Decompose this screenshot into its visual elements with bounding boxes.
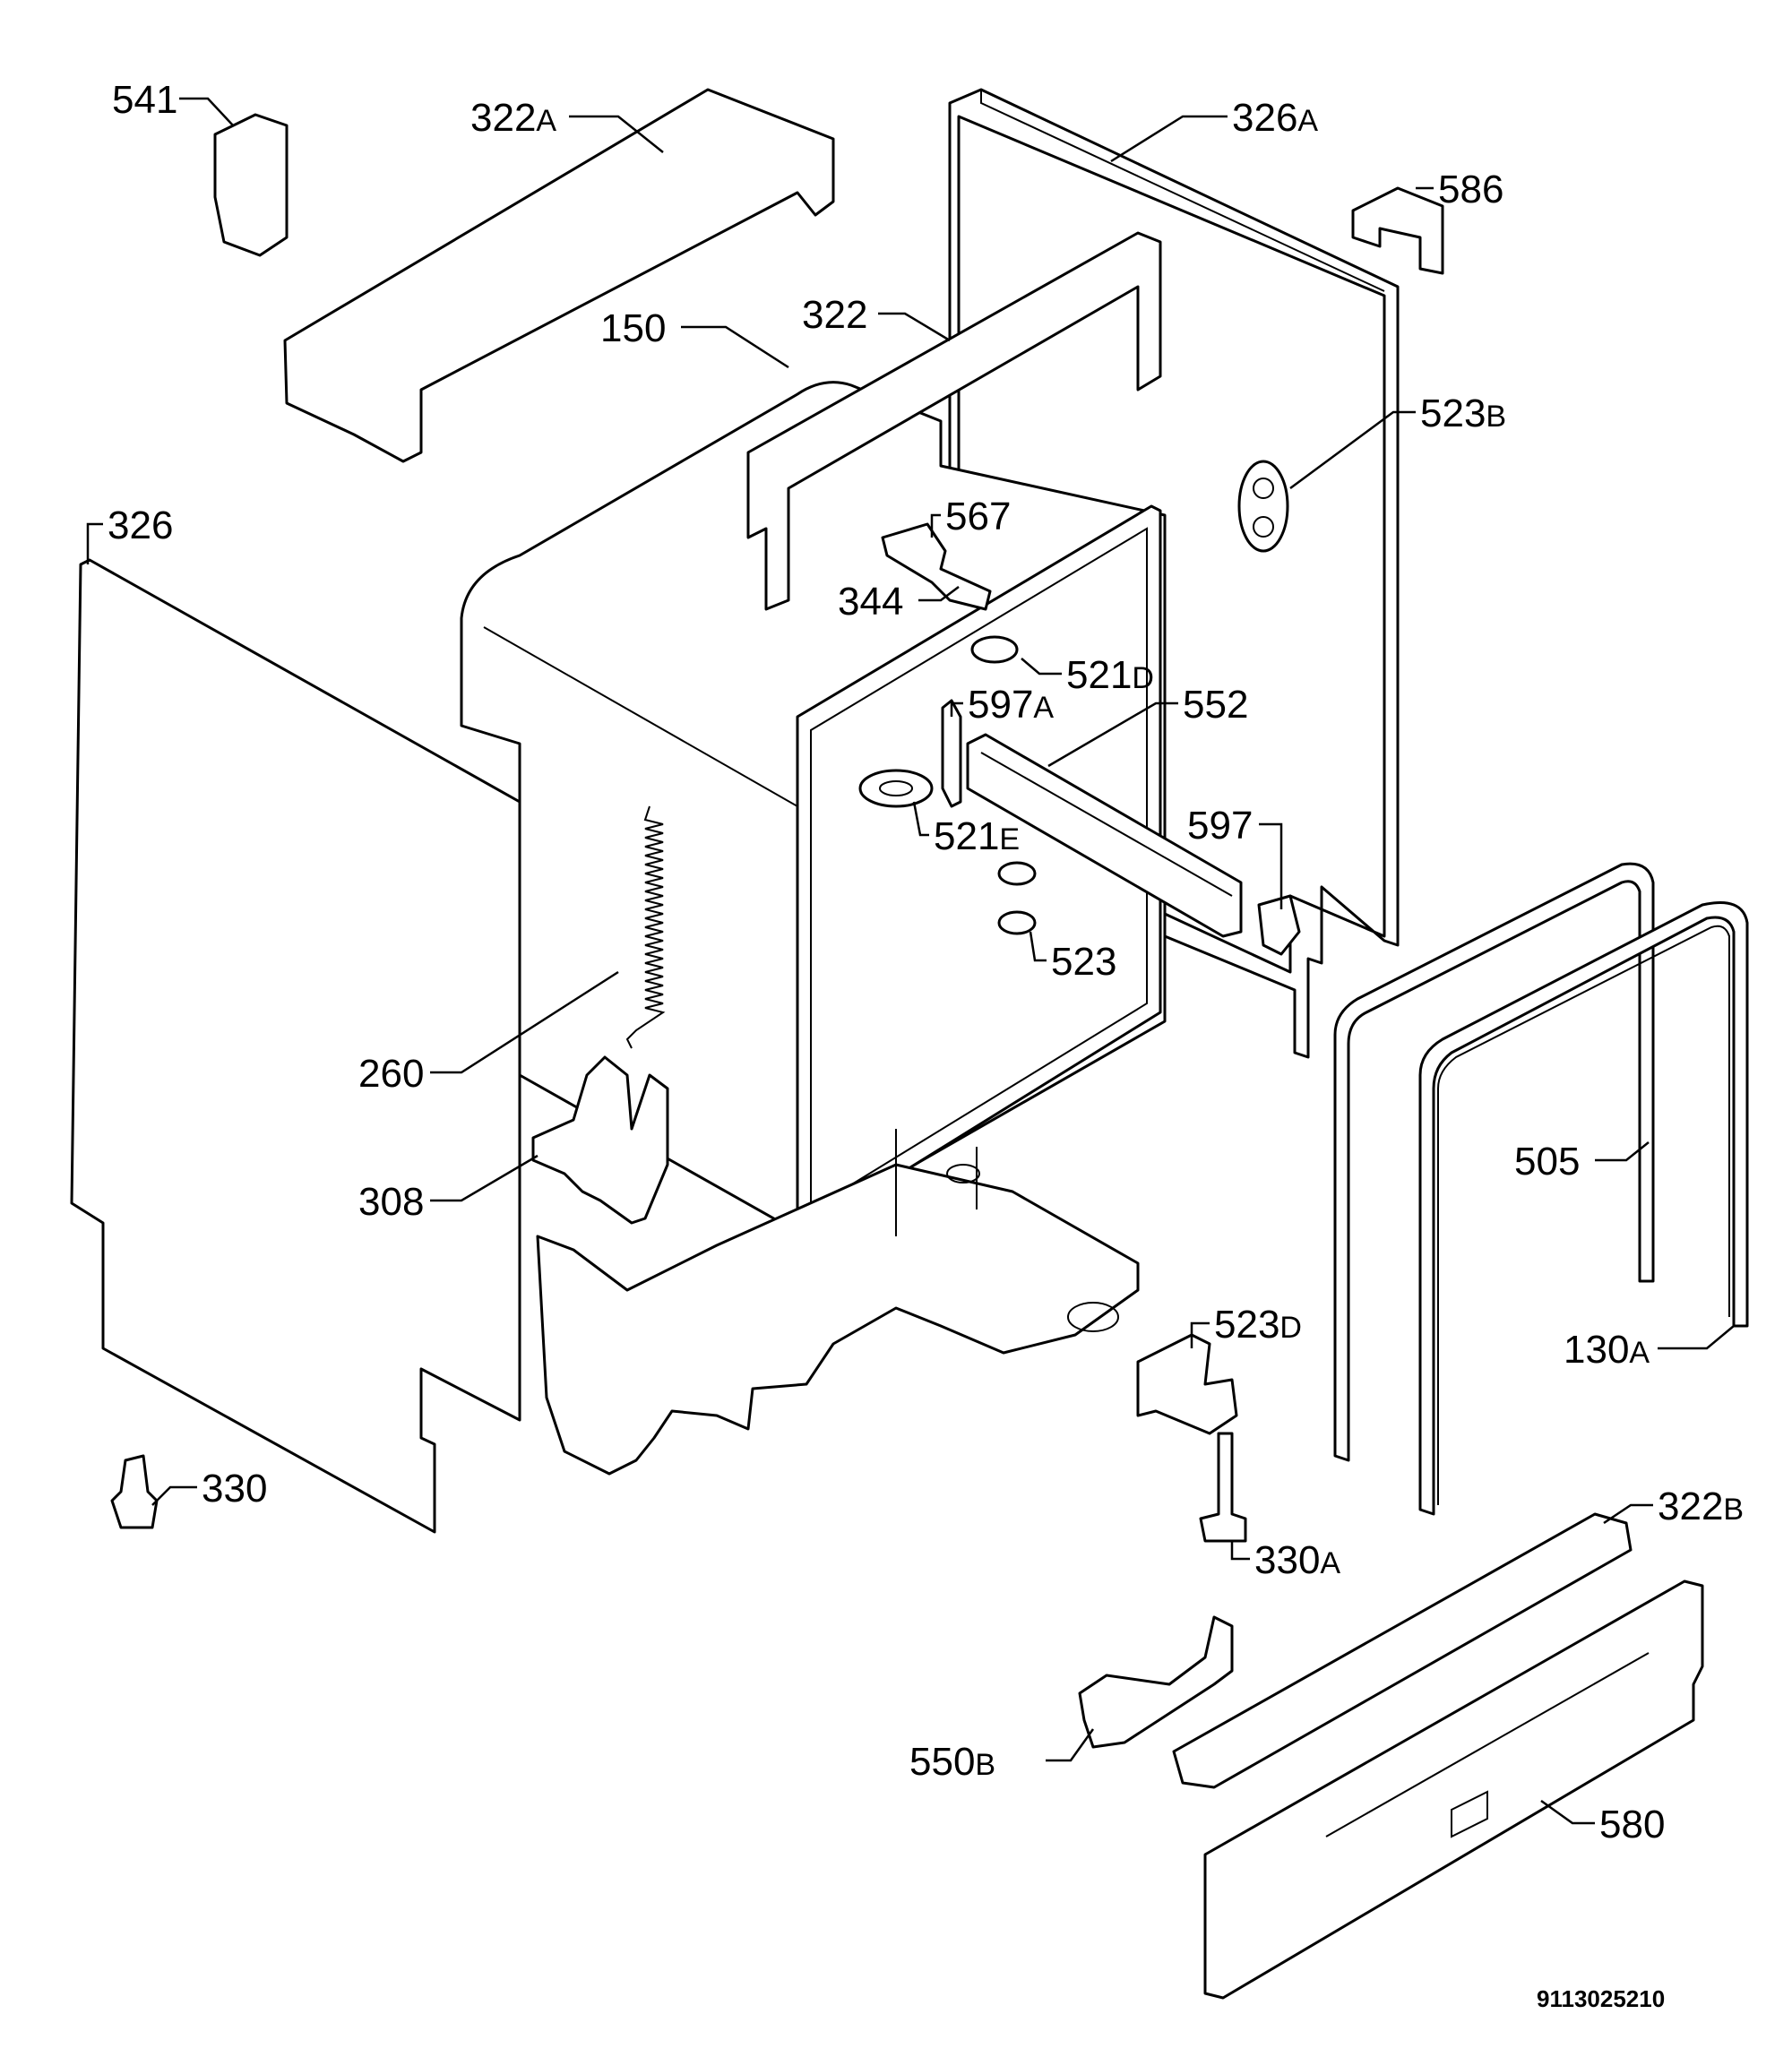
callout-322a: 322A <box>470 96 556 140</box>
callout-number: 521 <box>934 814 999 858</box>
callout-suffix: D <box>1132 661 1154 695</box>
part-586-bracket <box>1351 186 1444 275</box>
part-521d-plug <box>970 635 1019 664</box>
callout-550b: 550B <box>909 1740 995 1784</box>
part-330a-foot <box>1199 1432 1247 1543</box>
callout-number: 322 <box>470 96 536 140</box>
callout-number: 521 <box>1066 653 1132 697</box>
leader-lines <box>86 97 1735 1825</box>
part-130a-seal <box>1418 901 1749 1516</box>
callout-580: 580 <box>1599 1803 1665 1846</box>
callout-567: 567 <box>945 495 1011 538</box>
callout-number: 580 <box>1599 1803 1665 1846</box>
part-base <box>536 1163 1140 1476</box>
callout-suffix: E <box>999 822 1020 856</box>
part-597-block <box>1257 894 1301 956</box>
callout-suffix: D <box>1279 1311 1302 1345</box>
callout-308: 308 <box>358 1180 424 1224</box>
callout-suffix: B <box>975 1748 995 1782</box>
callout-597a: 597A <box>968 683 1054 727</box>
callout-150: 150 <box>600 306 666 350</box>
part-597a-latch <box>941 699 962 808</box>
callout-number: 326 <box>1232 96 1297 140</box>
callout-number: 523 <box>1051 940 1116 984</box>
callout-number: 260 <box>358 1052 424 1096</box>
part-550b-clip <box>1078 1615 1234 1749</box>
part-322a-top-trim <box>283 88 835 463</box>
callout-505: 505 <box>1514 1140 1580 1183</box>
callout-number: 523 <box>1214 1303 1279 1347</box>
callout-344: 344 <box>838 580 903 624</box>
callout-541: 541 <box>112 78 177 122</box>
callout-number: 541 <box>112 78 177 122</box>
callout-number: 322 <box>1658 1485 1723 1528</box>
callout-number: 597 <box>1187 804 1253 848</box>
part-308-hinge <box>531 1055 669 1225</box>
part-505-seal <box>1333 862 1655 1462</box>
part-330-foot <box>110 1454 159 1529</box>
callout-326a: 326A <box>1232 96 1318 140</box>
callout-suffix: A <box>1320 1546 1340 1580</box>
callout-597: 597 <box>1187 804 1253 848</box>
callout-260: 260 <box>358 1052 424 1096</box>
callout-330: 330 <box>202 1467 267 1510</box>
part-567-clip <box>881 522 992 611</box>
callout-suffix: B <box>1486 400 1506 434</box>
callout-number: 326 <box>108 503 173 547</box>
part-521e-ring <box>858 769 934 808</box>
part-523d-funnel <box>1136 1333 1238 1435</box>
part-326-side-panel <box>70 558 521 1534</box>
callout-number: 130 <box>1564 1328 1629 1372</box>
callout-suffix: A <box>1297 104 1318 138</box>
part-523-plug <box>997 861 1037 886</box>
part-552-rail <box>966 733 1243 938</box>
callout-number: 505 <box>1514 1140 1580 1183</box>
callout-number: 322 <box>802 293 867 337</box>
callout-number: 330 <box>202 1467 267 1510</box>
callout-number: 552 <box>1183 683 1248 727</box>
callout-number: 344 <box>838 580 903 624</box>
part-541-clip <box>213 113 289 257</box>
callout-523: 523 <box>1051 940 1116 984</box>
part-322b-strip <box>1172 1512 1633 1789</box>
part-322-bracket <box>746 231 1162 611</box>
callout-130a: 130A <box>1564 1328 1650 1372</box>
part-drawings <box>70 88 1749 2000</box>
callout-523d: 523D <box>1214 1303 1302 1347</box>
callout-552: 552 <box>1183 683 1248 727</box>
part-523b-stopper <box>1237 460 1289 553</box>
callout-521e: 521E <box>934 814 1020 858</box>
callout-number: 567 <box>945 495 1011 538</box>
part-580-plinth <box>1203 1579 1704 2000</box>
callout-number: 550 <box>909 1740 975 1784</box>
callout-number: 523 <box>1420 392 1486 435</box>
callout-521d: 521D <box>1066 653 1154 697</box>
callout-suffix: B <box>1723 1493 1744 1527</box>
callout-322: 322 <box>802 293 867 337</box>
callout-suffix: A <box>536 104 556 138</box>
callout-322b: 322B <box>1658 1485 1744 1528</box>
callout-number: 150 <box>600 306 666 350</box>
callout-330a: 330A <box>1254 1538 1340 1582</box>
part-260-spring <box>625 805 666 1049</box>
callout-number: 308 <box>358 1180 424 1224</box>
callout-number: 586 <box>1438 168 1503 211</box>
callout-326: 326 <box>108 503 173 547</box>
callout-suffix: A <box>1033 691 1054 725</box>
drawing-number: 9113025210 <box>1537 1985 1665 2012</box>
callout-suffix: A <box>1629 1336 1650 1370</box>
callout-523b: 523B <box>1420 392 1506 435</box>
callout-number: 330 <box>1254 1538 1320 1582</box>
part-326a-rear-panel <box>948 88 1400 1059</box>
callout-number: 597 <box>968 683 1033 727</box>
callout-586: 586 <box>1438 168 1503 211</box>
